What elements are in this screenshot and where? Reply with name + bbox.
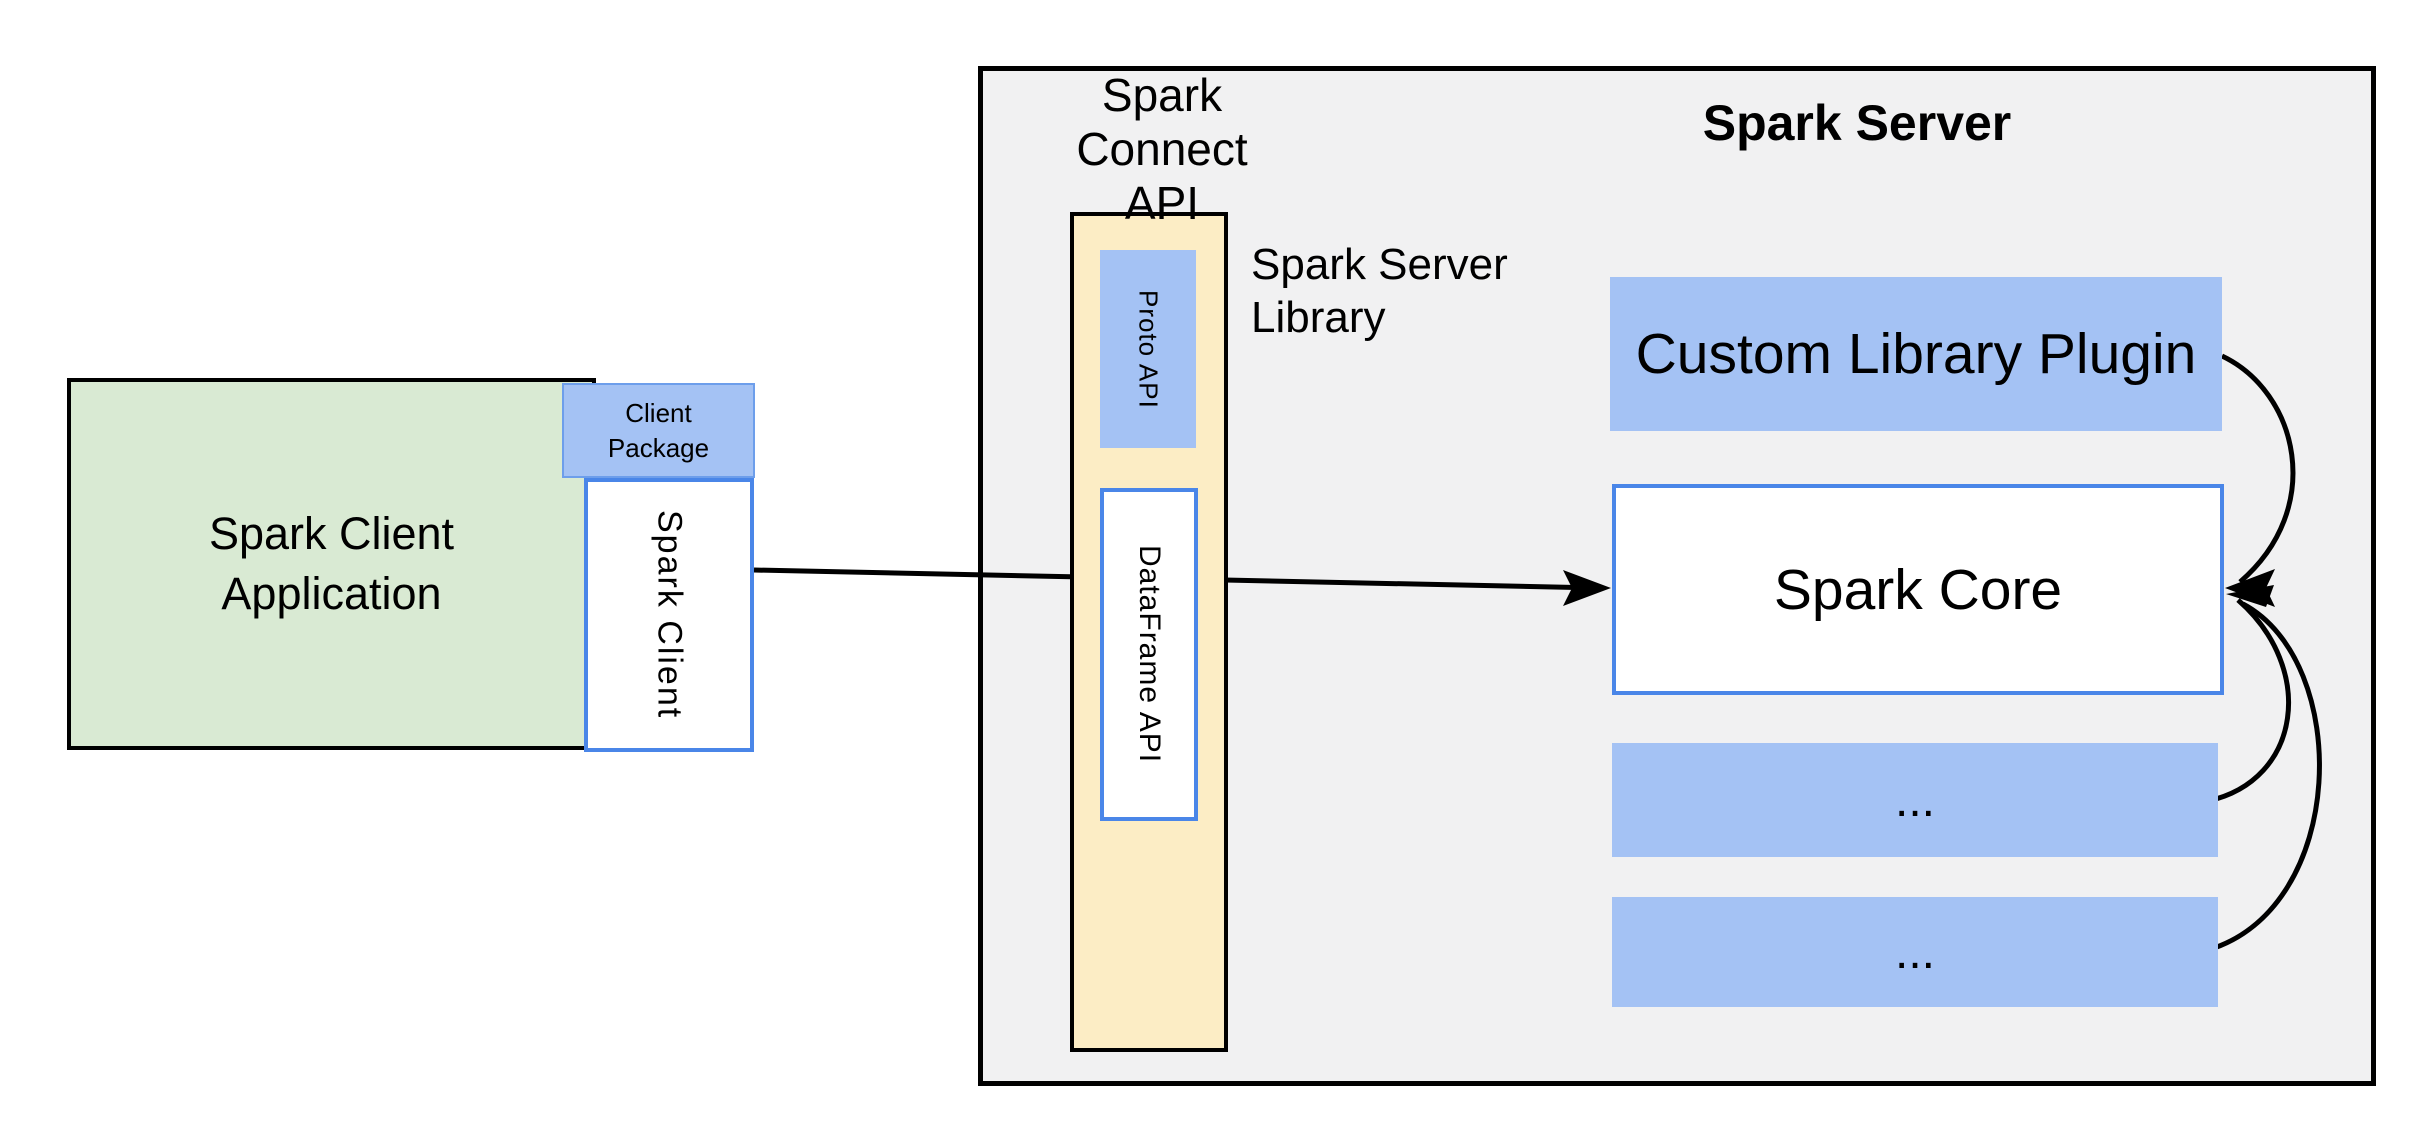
- spark-client-application-label-line1: Spark Client: [208, 508, 455, 559]
- server-module-box-1: ...: [1612, 743, 2218, 857]
- custom-library-plugin-box: Custom Library Plugin: [1610, 277, 2222, 431]
- spark-client-label: Spark Client: [650, 510, 689, 720]
- dataframe-api-label: DataFrame API: [1133, 545, 1166, 764]
- proto-api-label: Proto API: [1133, 289, 1164, 409]
- client-package-label: Client Package: [608, 396, 709, 466]
- dataframe-api-box: DataFrame API: [1100, 488, 1198, 821]
- spark-server-library-label-line1: Spark Server: [1251, 240, 1508, 289]
- server-module-box-2: ...: [1612, 897, 2218, 1007]
- spark-server-library-label-line2: Library: [1251, 293, 1386, 342]
- spark-server-library-label: Spark Server Library: [1251, 238, 1571, 344]
- spark-connect-api-title-line1: Spark Connect: [1076, 69, 1248, 175]
- spark-client-application-box: Spark Client Application: [67, 378, 596, 750]
- client-package-box: Client Package: [562, 383, 755, 478]
- server-module-2-ellipsis-label: ...: [1894, 925, 1935, 979]
- server-module-1-ellipsis-label: ...: [1894, 773, 1935, 827]
- spark-core-box: Spark Core: [1612, 484, 2224, 695]
- spark-client-application-label-line2: Application: [221, 568, 442, 619]
- spark-client-box: Spark Client: [584, 478, 754, 752]
- client-package-label-line2: Package: [607, 432, 710, 463]
- proto-api-box: Proto API: [1100, 250, 1196, 448]
- custom-library-plugin-label: Custom Library Plugin: [1635, 322, 2197, 386]
- spark-client-application-label: Spark Client Application: [209, 504, 454, 624]
- spark-server-title: Spark Server: [1702, 95, 2012, 151]
- spark-connect-api-title: Spark Connect API: [1012, 68, 1312, 230]
- spark-connect-api-title-line2: API: [1124, 177, 1200, 229]
- spark-core-label: Spark Core: [1773, 557, 2063, 622]
- client-package-label-line1: Client: [625, 397, 692, 428]
